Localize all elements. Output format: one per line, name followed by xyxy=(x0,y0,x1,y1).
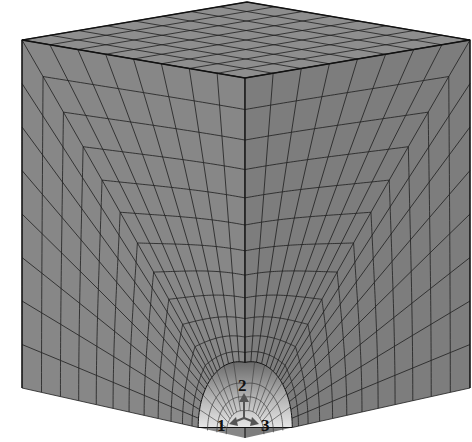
spherical-cavity xyxy=(198,362,292,434)
mesh-line xyxy=(135,21,358,59)
mesh-line xyxy=(249,362,255,411)
cube-edge xyxy=(22,40,470,78)
mesh-line xyxy=(22,301,200,410)
mesh-line xyxy=(134,59,225,366)
axis-label: 2 xyxy=(238,377,247,394)
mesh-line xyxy=(226,411,264,435)
mesh-line xyxy=(245,147,413,401)
mesh-line xyxy=(291,301,470,410)
mesh-line xyxy=(292,345,470,419)
mesh-line xyxy=(273,50,413,372)
mesh-line xyxy=(22,40,212,377)
mesh-line xyxy=(224,366,237,412)
cube-edge xyxy=(22,2,470,388)
mesh-line xyxy=(134,21,359,59)
mesh-line xyxy=(60,112,245,396)
mesh-line xyxy=(270,54,386,368)
mesh-line xyxy=(260,383,282,418)
mesh-line xyxy=(208,384,230,418)
mesh-line xyxy=(245,112,431,396)
mesh-line xyxy=(278,40,470,377)
mesh-line xyxy=(266,59,357,366)
mesh-line xyxy=(253,365,265,412)
axis-triad xyxy=(229,393,259,426)
mesh-line xyxy=(22,258,201,402)
mesh-line xyxy=(258,376,278,415)
mesh-line xyxy=(217,73,239,362)
mesh-line xyxy=(219,7,442,45)
mesh-line xyxy=(163,16,386,54)
mesh-line xyxy=(289,258,470,402)
mesh-line xyxy=(42,77,245,393)
mesh-line xyxy=(22,84,210,381)
mesh-line xyxy=(287,214,470,395)
mesh-line xyxy=(78,12,303,50)
axis-arrow xyxy=(243,400,245,418)
mesh-line xyxy=(22,40,245,388)
mesh-faces xyxy=(22,2,470,438)
mesh-line xyxy=(78,50,217,372)
mesh-line xyxy=(292,388,470,428)
mesh-line xyxy=(106,54,221,368)
mesh-line xyxy=(106,16,331,54)
mesh-line xyxy=(251,73,273,362)
mesh-line xyxy=(79,147,245,401)
mesh-line xyxy=(191,12,414,50)
arrow-head xyxy=(250,417,259,426)
arrow-head xyxy=(239,393,249,402)
mesh-line xyxy=(281,84,470,381)
mesh-line xyxy=(22,345,199,419)
mesh-line xyxy=(22,214,203,395)
mesh-line xyxy=(245,40,470,388)
cavity-surface xyxy=(198,362,292,428)
axis-label: 1 xyxy=(217,417,226,434)
axis-label: 3 xyxy=(261,417,270,434)
mesh-line xyxy=(245,77,450,393)
mesh-line xyxy=(50,7,275,45)
arrow-head xyxy=(229,417,238,426)
